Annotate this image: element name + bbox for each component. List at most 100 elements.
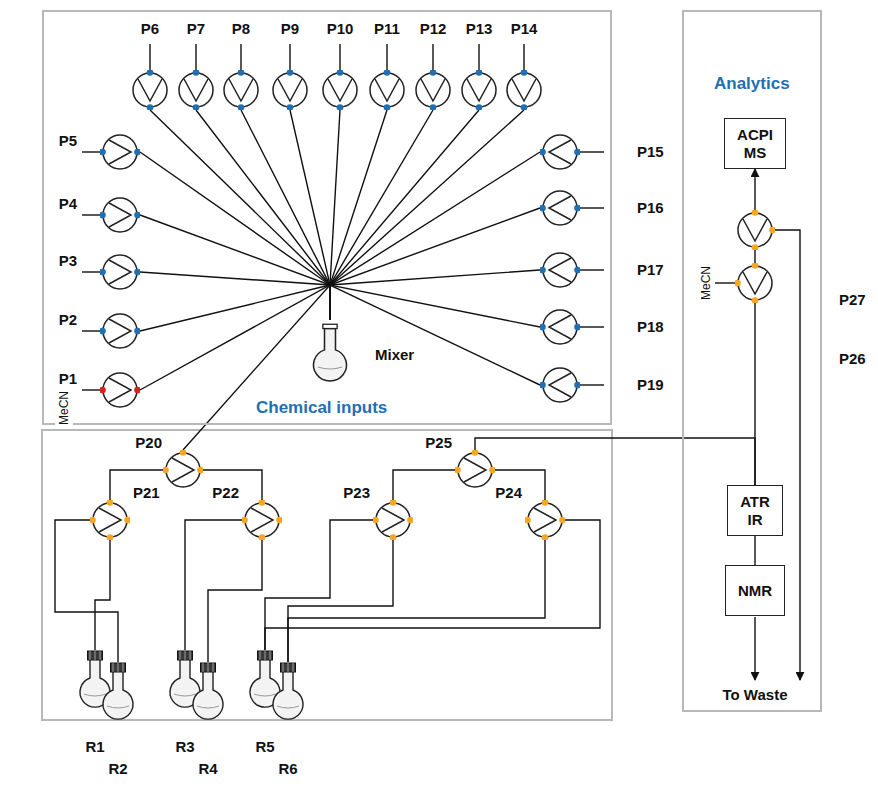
- valve-symbol: [540, 365, 580, 405]
- valve-symbol: [540, 250, 580, 290]
- instrument-box: ATR IR: [727, 485, 783, 536]
- part-label: P3: [58, 252, 78, 270]
- pump-valve: P4: [100, 195, 140, 235]
- pump-valve: P11: [367, 70, 407, 110]
- valve-symbol: [504, 70, 544, 110]
- valve-symbol: [242, 500, 282, 540]
- instrument-name: NMR: [738, 582, 772, 600]
- pump-valve: P12: [413, 70, 453, 110]
- flow-line: [330, 110, 524, 320]
- part-label: P14: [510, 20, 539, 38]
- valve-symbol: [100, 311, 140, 351]
- flow-line: [150, 110, 330, 320]
- reactor-panel: [42, 430, 612, 720]
- flow-line: [330, 152, 540, 320]
- valve-symbol: [413, 70, 453, 110]
- valve-symbol: [540, 307, 580, 347]
- pump-valve: P23: [373, 500, 413, 540]
- flow-line: [754, 303, 755, 485]
- flow-line: [330, 270, 540, 320]
- valve-symbol: [525, 500, 565, 540]
- valve-symbol: [373, 500, 413, 540]
- pump-valve: P6: [130, 70, 170, 110]
- flow-line: [140, 285, 330, 331]
- flow-line: [183, 285, 330, 450]
- flow-line: [185, 520, 242, 650]
- pump-valve: P27: [735, 210, 775, 250]
- part-label: R3: [174, 738, 195, 756]
- flask-drawing: [268, 662, 308, 722]
- part-label: P22: [211, 484, 240, 502]
- part-label: P1: [58, 370, 78, 388]
- flow-line: [393, 470, 455, 500]
- flow-line: [196, 110, 330, 320]
- flask-drawing: [188, 662, 228, 722]
- part-label: P8: [231, 20, 251, 38]
- part-label: P20: [134, 434, 163, 452]
- pump-valve: P10: [320, 70, 360, 110]
- valve-symbol: [100, 252, 140, 292]
- part-label: R4: [197, 760, 218, 778]
- pump-valve: P25: [455, 450, 495, 490]
- valve-symbol: [163, 450, 203, 490]
- valve-symbol: [367, 70, 407, 110]
- part-label: P7: [186, 20, 206, 38]
- panel-region: Chemical inputsP1MeCNP2P3P4P5P6P7P8P9P10…: [42, 10, 612, 425]
- solvent-label: MeCN: [55, 390, 73, 426]
- part-label: P18: [636, 318, 665, 336]
- flow-line: [140, 152, 330, 320]
- inlet-stubs: [82, 44, 735, 390]
- part-label: Mixer: [374, 346, 415, 364]
- panel-region: AnalyticsACPI MSP27P26MeCNATR IRNMR: [682, 10, 822, 712]
- part-label: R5: [254, 738, 275, 756]
- flow-line: [288, 540, 393, 662]
- flow-line: [288, 540, 545, 662]
- flow-line: [754, 536, 755, 565]
- part-label: P16: [636, 199, 665, 217]
- part-label: R1: [84, 738, 105, 756]
- part-label: P6: [140, 20, 160, 38]
- part-label: P13: [465, 20, 494, 38]
- flask-vessel: Mixer: [308, 320, 352, 384]
- flow-line: [290, 110, 330, 320]
- valve-symbol: [320, 70, 360, 110]
- flow-line: [330, 208, 540, 320]
- pump-valve: P18: [540, 307, 580, 347]
- valve-symbol: [735, 263, 775, 303]
- valve-symbol: [100, 132, 140, 172]
- flow-line: [754, 169, 755, 210]
- flask-drawing: [98, 662, 138, 722]
- valve-symbol: [176, 70, 216, 110]
- flow-line: [475, 438, 755, 485]
- part-label: P23: [342, 484, 371, 502]
- flask-drawing: [308, 320, 352, 384]
- pump-valve: P2: [100, 311, 140, 351]
- solvent-label: MeCN: [697, 265, 715, 301]
- part-label: P12: [419, 20, 448, 38]
- flow-line: [754, 250, 755, 263]
- flow-line: [140, 272, 330, 320]
- part-label: P4: [58, 195, 78, 213]
- flask-vessel: R4: [188, 662, 228, 722]
- part-label: P17: [636, 261, 665, 279]
- pump-valve: P17: [540, 250, 580, 290]
- instrument-box: NMR: [725, 565, 785, 616]
- pump-valve: P26MeCN: [735, 263, 775, 303]
- part-label: P26: [838, 350, 867, 368]
- part-label: P25: [424, 434, 453, 452]
- instrument-name: ACPI MS: [737, 126, 773, 162]
- pump-valve: P9: [270, 70, 310, 110]
- part-label: P5: [58, 132, 78, 150]
- flow-line: [330, 110, 479, 320]
- pump-valve: P13: [459, 70, 499, 110]
- part-label: P24: [494, 484, 523, 502]
- flow-line: [55, 520, 118, 662]
- valve-symbol: [130, 70, 170, 110]
- flow-line: [208, 540, 262, 662]
- pump-valve: P7: [176, 70, 216, 110]
- flow-line: [330, 285, 540, 385]
- valve-symbol: [540, 188, 580, 228]
- flask-vessel: R2: [98, 662, 138, 722]
- part-label: P11: [373, 20, 401, 38]
- part-label: P19: [636, 376, 665, 394]
